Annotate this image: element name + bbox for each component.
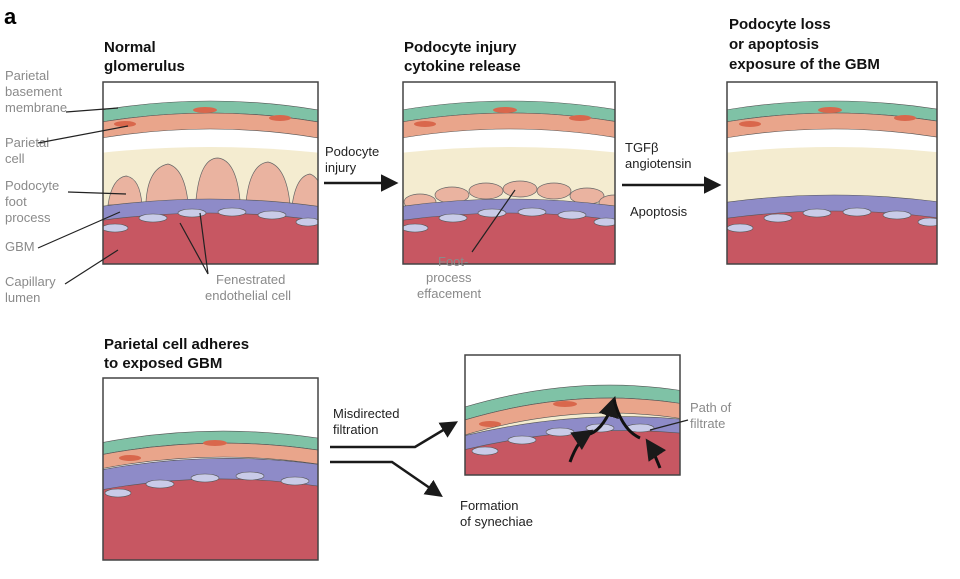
panel-adhesion: Parietal cell adheres to exposed GBM bbox=[102, 336, 319, 561]
label-path-filtrate-2: filtrate bbox=[690, 416, 725, 431]
arrow-apoptosis: Apoptosis bbox=[630, 204, 688, 219]
leader-effacement bbox=[471, 189, 516, 253]
label-parietal-bm-3: membrane bbox=[5, 100, 67, 115]
label-capillary-1: Capillary bbox=[5, 274, 56, 289]
podocyte bbox=[195, 157, 241, 201]
parietal-nucleus bbox=[269, 115, 291, 121]
arrow-4 bbox=[330, 460, 443, 497]
effaced-foot-process bbox=[502, 180, 538, 198]
panel-normal: Normal glomerulus bbox=[102, 39, 319, 265]
label-parietal-cell-2: cell bbox=[5, 151, 25, 166]
heading-normal-2: glomerulus bbox=[104, 58, 185, 75]
endothelial-cell bbox=[103, 223, 129, 233]
arrow-angiotensin: angiotensin bbox=[625, 156, 692, 171]
arrow-synechiae-1: Formation bbox=[460, 498, 519, 513]
leader-lines-left bbox=[37, 107, 129, 285]
heading-loss-2: or apoptosis bbox=[729, 36, 819, 53]
endothelial-cell bbox=[138, 213, 168, 223]
exposed-gbm bbox=[727, 194, 937, 219]
heading-injury-2: cytokine release bbox=[404, 58, 521, 75]
parietal-nucleus bbox=[193, 107, 217, 113]
panel-frame bbox=[102, 81, 319, 265]
panel-injury: Podocyte injury cytokine release bbox=[402, 39, 616, 265]
label-capillary-2: lumen bbox=[5, 290, 40, 305]
endothelial-cell bbox=[217, 207, 247, 217]
panel-misdirected-filtration bbox=[464, 354, 681, 476]
podocyte bbox=[145, 163, 189, 203]
label-parietal-cell-1: Parietal bbox=[5, 135, 49, 150]
parietal-nucleus bbox=[114, 121, 136, 127]
arrow-misdirected-2: filtration bbox=[333, 422, 379, 437]
label-fenestrated-2: endothelial cell bbox=[205, 288, 291, 303]
label-podocyte-3: process bbox=[5, 210, 51, 225]
arrow-synechiae-2: of synechiae bbox=[460, 514, 533, 529]
label-parietal-bm-2: basement bbox=[5, 84, 62, 99]
podocyte bbox=[291, 173, 318, 208]
panel-podocyte-loss: Podocyte loss or apoptosis exposure of t… bbox=[726, 16, 938, 265]
heading-adheres-2: to exposed GBM bbox=[104, 355, 222, 372]
heading-normal-1: Normal bbox=[104, 39, 156, 56]
panel-letter: a bbox=[4, 4, 17, 29]
label-podocyte-2: foot bbox=[5, 194, 27, 209]
leader-filtrate bbox=[649, 419, 689, 431]
arrow-misdirected-1: Misdirected bbox=[333, 406, 399, 421]
effaced-foot-process bbox=[468, 182, 504, 200]
podocyte bbox=[107, 175, 143, 206]
filtrate-arrow-up bbox=[589, 396, 619, 436]
capillary-lumen bbox=[103, 210, 318, 264]
parietal-cell-layer bbox=[103, 112, 318, 139]
heading-loss-1: Podocyte loss bbox=[729, 16, 831, 33]
heading-injury-1: Podocyte injury bbox=[404, 39, 517, 56]
label-path-filtrate-1: Path of bbox=[690, 400, 732, 415]
label-gbm: GBM bbox=[5, 239, 35, 254]
label-parietal-bm-1: Parietal bbox=[5, 68, 49, 83]
endothelial-cell bbox=[295, 217, 318, 227]
endothelial-cell bbox=[177, 208, 207, 218]
arrow-tgfb: TGFβ bbox=[625, 140, 658, 155]
leader-lines-fenestrated bbox=[179, 212, 209, 275]
filtrate-path-join bbox=[612, 399, 641, 440]
arrow-podocyte-injury-1: Podocyte bbox=[325, 144, 379, 159]
heading-loss-3: exposure of the GBM bbox=[729, 56, 880, 73]
label-fenestrated-1: Fenestrated bbox=[216, 272, 285, 287]
effaced-foot-process bbox=[536, 182, 572, 200]
arrow-podocyte-injury-2: injury bbox=[325, 160, 357, 175]
label-podocyte-1: Podocyte bbox=[5, 178, 59, 193]
label-effacement-3: effacement bbox=[417, 286, 481, 301]
label-effacement-2: process bbox=[426, 270, 472, 285]
label-effacement-1: Foot- bbox=[438, 254, 468, 269]
podocyte bbox=[245, 161, 291, 205]
heading-adheres-1: Parietal cell adheres bbox=[104, 336, 249, 353]
filtrate-arrow-left bbox=[568, 429, 594, 463]
arrow-3 bbox=[330, 421, 459, 449]
endothelial-cell bbox=[257, 210, 287, 220]
filtrate-arrow-right bbox=[645, 438, 667, 469]
adherent-parietal-cell bbox=[103, 442, 318, 469]
